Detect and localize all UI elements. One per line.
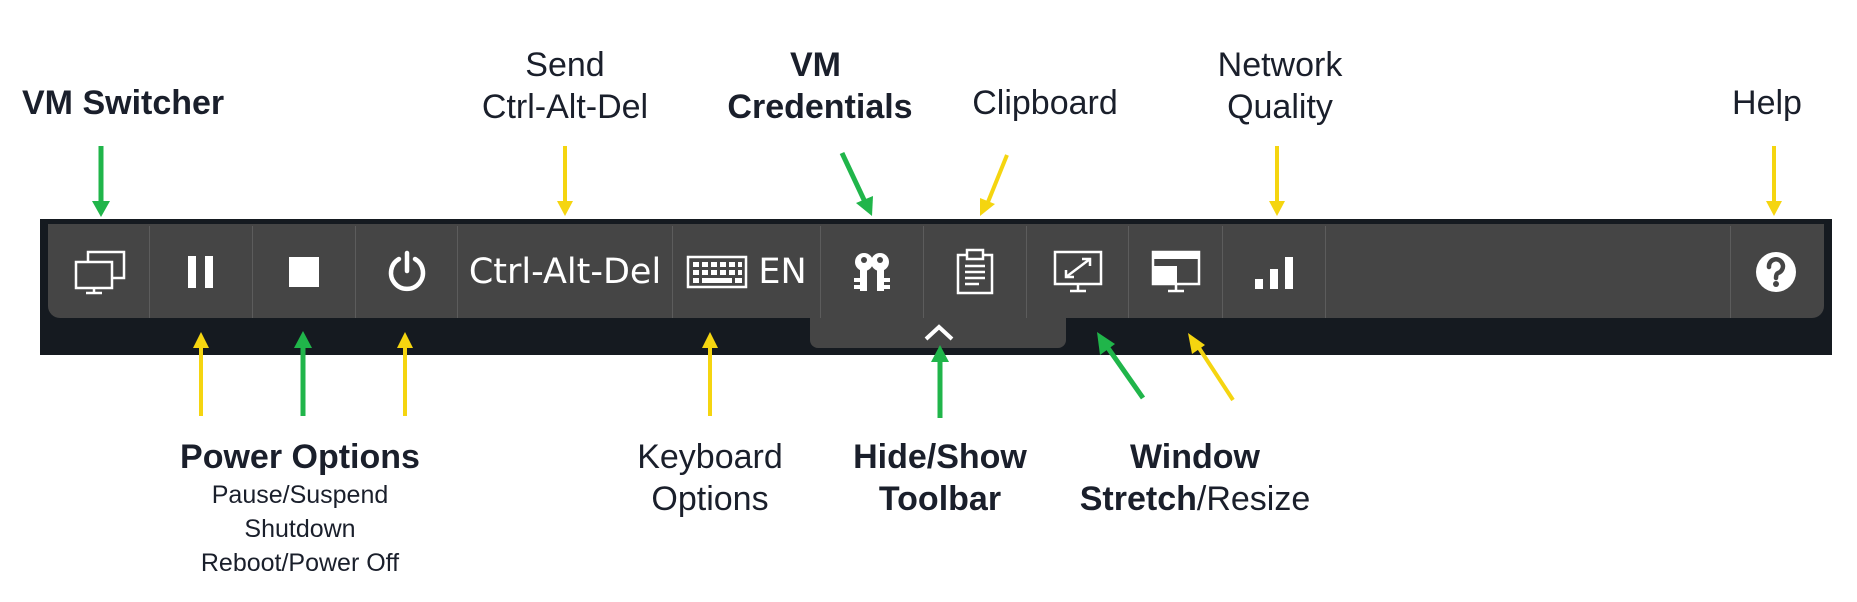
network-quality-label-line2: Quality (1227, 88, 1333, 126)
vm-switcher-button[interactable] (50, 226, 149, 318)
help-button[interactable] (1731, 226, 1821, 318)
keyboard-options-label-line1: Keyboard (637, 438, 783, 476)
window-stretch-button[interactable] (1027, 226, 1128, 318)
vm-credentials-label-line2: Credentials (727, 88, 913, 126)
vm-credentials-label-line1: VM (790, 46, 841, 84)
window-stretch-text: Stretch (1079, 480, 1197, 518)
ctrl-alt-del-text: Ctrl-Alt-Del (468, 252, 662, 292)
window-label-line2: Stretch/Resize (1060, 478, 1330, 520)
toolbar-divider (355, 226, 356, 318)
network-quality-button[interactable] (1223, 226, 1325, 318)
clipboard-label: Clipboard (972, 84, 1118, 122)
chevron-up-icon (922, 322, 956, 342)
send-cad-label-line2: Ctrl-Alt-Del (481, 88, 649, 126)
toolbar-divider (457, 226, 458, 318)
stop-button[interactable] (253, 226, 355, 318)
vm-credentials-label: VM Credentials (715, 44, 925, 128)
toolbar-divider (1222, 226, 1223, 318)
toolbar-divider (1026, 226, 1027, 318)
pause-icon (185, 254, 217, 290)
arrow-send-cad (557, 146, 573, 216)
keyboard-icon (686, 255, 748, 289)
keys-icon (849, 248, 895, 296)
hide-show-toolbar-label-line2: Toolbar (878, 480, 1002, 518)
signal-bars-icon (1253, 254, 1295, 290)
clipboard-icon (955, 248, 995, 296)
power-options-title: Power Options (180, 438, 420, 476)
help-icon (1754, 250, 1798, 294)
toolbar-divider (252, 226, 253, 318)
arrow-help (1766, 146, 1782, 216)
power-options-sub1: Pause/Suspend (211, 481, 389, 509)
power-options-sub2: Shutdown (244, 515, 356, 543)
network-quality-label-line1: Network (1217, 46, 1343, 84)
toolbar-toggle-tab[interactable] (810, 318, 1066, 348)
stretch-icon (1052, 249, 1104, 295)
pause-button[interactable] (150, 226, 252, 318)
power-button[interactable] (356, 226, 457, 318)
vm-toolbar (48, 224, 1824, 318)
stop-icon (288, 256, 320, 288)
toolbar-divider (820, 226, 821, 318)
window-stretch-resize-label: Window Stretch/Resize (1060, 436, 1330, 520)
keyboard-language: EN (758, 252, 807, 292)
arrow-vm-switcher (92, 146, 110, 217)
vm-switcher-label: VM Switcher (22, 84, 225, 122)
keyboard-options-button[interactable]: EN (673, 226, 820, 318)
send-cad-label: Send Ctrl-Alt-Del (460, 44, 670, 128)
arrow-clipboard (980, 154, 1009, 216)
resize-icon (1150, 249, 1202, 295)
window-resize-button[interactable] (1129, 226, 1222, 318)
toolbar-divider (1128, 226, 1129, 318)
arrow-hide-show (931, 345, 949, 418)
toolbar-divider (1730, 226, 1731, 318)
help-label: Help (1732, 84, 1802, 122)
arrow-network-quality (1269, 146, 1285, 216)
toolbar-divider (672, 226, 673, 318)
toolbar-divider (923, 226, 924, 318)
vm-switcher-icon (72, 248, 128, 296)
toolbar-divider (1325, 226, 1326, 318)
keyboard-options-label-line2: Options (651, 480, 769, 518)
hide-show-toolbar-label-line1: Hide/Show (853, 438, 1027, 476)
arrow-vm-credentials (839, 151, 873, 216)
clipboard-button[interactable] (924, 226, 1026, 318)
hide-show-toolbar-label: Hide/Show Toolbar (830, 436, 1050, 520)
ctrl-alt-del-button[interactable]: Ctrl-Alt-Del (458, 226, 672, 318)
power-options-sub3: Reboot/Power Off (200, 549, 400, 577)
keyboard-options-label: Keyboard Options (625, 436, 795, 520)
network-quality-label: Network Quality (1200, 44, 1360, 128)
window-label-line1: Window (1130, 438, 1260, 476)
hide-show-toolbar-button[interactable] (910, 318, 968, 346)
power-icon (384, 249, 430, 295)
toolbar-divider (149, 226, 150, 318)
vm-credentials-button[interactable] (821, 226, 923, 318)
window-resize-text: /Resize (1196, 480, 1311, 518)
send-cad-label-line1: Send (525, 46, 605, 84)
power-options-label: Power Options Pause/Suspend Shutdown Reb… (150, 436, 450, 580)
